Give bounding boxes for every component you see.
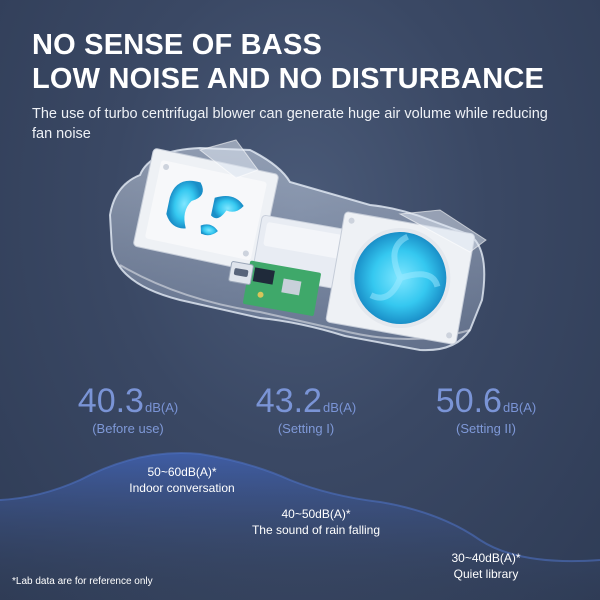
level-range: 30~40dB(A)* [451, 551, 521, 565]
subtitle: The use of turbo centrifugal blower can … [32, 106, 548, 142]
stat-value: 43.2 [255, 382, 322, 420]
level-indoor-conversation: 50~60dB(A)* Indoor conversation [112, 464, 252, 496]
right-fan [325, 211, 475, 345]
headline-line-1: NO SENSE OF BASS [32, 29, 323, 61]
circuit-board [228, 260, 321, 316]
stat-unit: dB(A) [502, 400, 537, 415]
headline-line-2: LOW NOISE AND NO DISTURBANCE [32, 63, 545, 95]
stat-value: 40.3 [77, 382, 144, 420]
level-label: The sound of rain falling [251, 523, 381, 537]
stat-setting-2: 50.6dB(A) (Setting II) [426, 382, 546, 436]
headline: NO SENSE OF BASS LOW NOISE AND NO DISTUR… [32, 28, 544, 96]
level-label: Quiet library [453, 567, 519, 581]
footnote: *Lab data are for reference only [12, 576, 153, 587]
stat-unit: dB(A) [144, 400, 179, 415]
left-fan [133, 148, 279, 273]
stat-before-use: 40.3dB(A) (Before use) [68, 382, 188, 436]
stat-caption: (Setting II) [456, 421, 516, 436]
stat-setting-1: 43.2dB(A) (Setting I) [246, 382, 366, 436]
noise-level-wave [0, 452, 600, 600]
stat-caption: (Before use) [92, 421, 164, 436]
stat-unit: dB(A) [322, 400, 357, 415]
level-range: 40~50dB(A)* [281, 507, 351, 521]
level-quiet-library: 30~40dB(A)* Quiet library [416, 550, 556, 582]
level-label: Indoor conversation [129, 481, 235, 495]
level-rain-falling: 40~50dB(A)* The sound of rain falling [236, 506, 396, 538]
stat-caption: (Setting I) [277, 421, 335, 436]
stat-value: 50.6 [435, 382, 502, 420]
level-range: 50~60dB(A)* [147, 465, 217, 479]
